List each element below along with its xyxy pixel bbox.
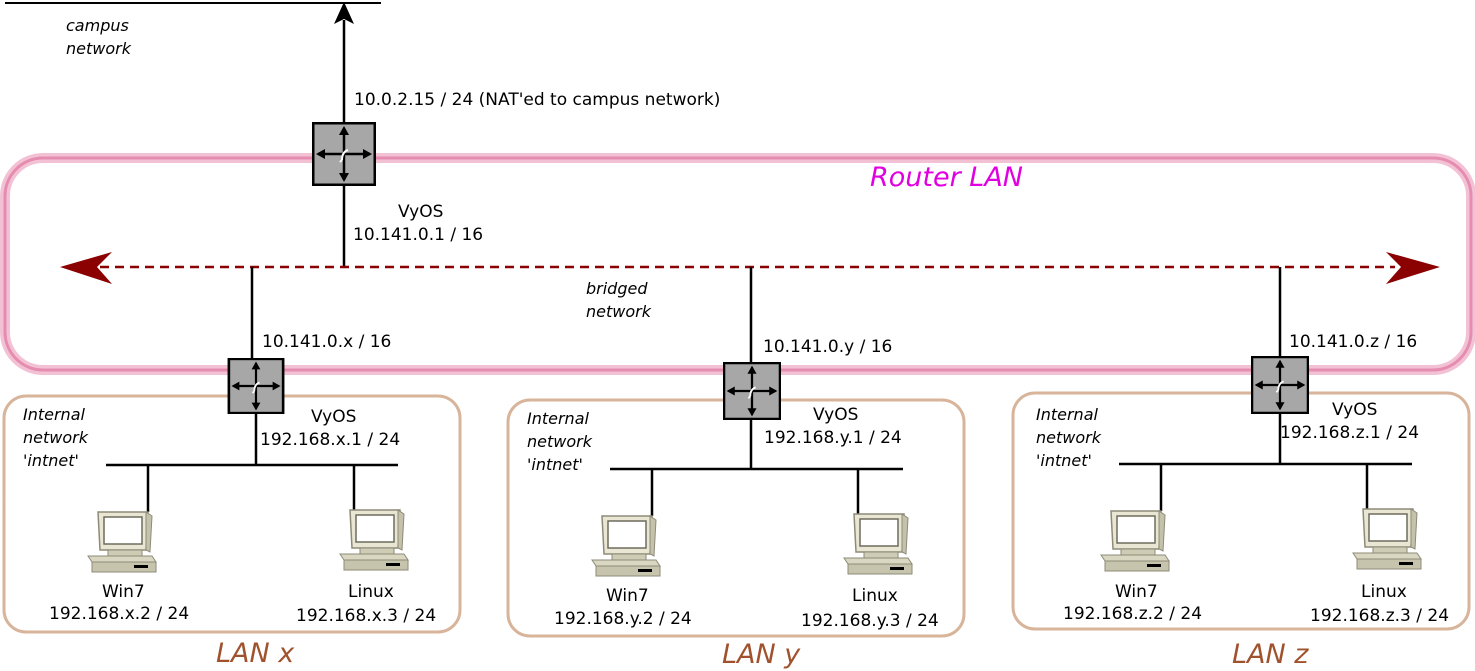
lan-z-linux-name: Linux [1361, 582, 1407, 602]
lan-x-router-lan-ip: 192.168.x.1 / 24 [260, 430, 400, 450]
router-lan-title: Router LAN [870, 162, 1023, 193]
lan-x-label: LAN x [216, 638, 295, 669]
lan-z-win-name: Win7 [1115, 582, 1158, 602]
lan-z-win-ip: 192.168.z.2 / 24 [1063, 604, 1202, 624]
lan-y-internal-line2: network [527, 432, 593, 451]
lan-y-router-name: VyOS [813, 405, 858, 425]
lan-y-linux-name: Linux [852, 586, 898, 606]
lan-x-internal-line3: 'intnet' [23, 451, 79, 470]
lan-z-router-wan-ip: 10.141.0.z / 16 [1289, 332, 1417, 352]
lan-z-linux-pc-icon [1352, 508, 1422, 570]
bridge-arrow-right-icon [1386, 252, 1440, 284]
lan-z-box [1011, 391, 1471, 631]
router-lan-zone [3, 156, 1473, 372]
bridged-label-line1: bridged [586, 279, 648, 298]
lan-z-internal-line2: network [1036, 428, 1102, 447]
bridge-arrow-left-icon [60, 252, 112, 284]
campus-label-line2: network [66, 39, 132, 58]
gateway-router-ip: 10.141.0.1 / 16 [353, 225, 483, 245]
lan-y-linux-pc-icon [843, 513, 913, 575]
lan-x-linux-ip: 192.168.x.3 / 24 [296, 606, 436, 626]
lan-x-linux-name: Linux [348, 582, 394, 602]
lan-x-router-icon [227, 358, 285, 414]
lan-y-internal-line3: 'intnet' [527, 455, 583, 474]
lan-x-win-name: Win7 [102, 582, 145, 602]
lan-y-router-icon [723, 362, 781, 420]
lan-x-internal-line2: network [23, 428, 89, 447]
lan-y-win-name: Win7 [606, 586, 649, 606]
lan-x-win-ip: 192.168.x.2 / 24 [49, 604, 189, 624]
lan-z-internal-line3: 'intnet' [1036, 451, 1092, 470]
lan-y-win-ip: 192.168.y.2 / 24 [554, 609, 692, 629]
bridged-label-line2: network [586, 302, 652, 321]
lan-x-linux-pc-icon [339, 509, 409, 571]
lan-y-linux-ip: 192.168.y.3 / 24 [801, 611, 939, 631]
lan-x-win-pc-icon [87, 511, 157, 573]
nat-address-label: 10.0.2.15 / 24 (NAT'ed to campus network… [354, 90, 720, 110]
lan-x-internal-line1: Internal [23, 405, 86, 424]
lan-z-win-pc-icon [1100, 510, 1170, 572]
lan-z-router-name: VyOS [1332, 400, 1377, 420]
lan-y-internal-line1: Internal [527, 409, 590, 428]
lan-y-win-pc-icon [591, 515, 661, 577]
lan-y-router-lan-ip: 192.168.y.1 / 24 [764, 428, 902, 448]
lan-x-router-wan-ip: 10.141.0.x / 16 [262, 332, 391, 352]
lan-x-router-name: VyOS [311, 407, 356, 427]
lan-z-internal-line1: Internal [1036, 405, 1099, 424]
lan-z-linux-ip: 192.168.z.3 / 24 [1310, 606, 1449, 626]
lan-z-router-icon [1251, 356, 1309, 414]
lan-z-label: LAN z [1232, 639, 1309, 670]
campus-label-line1: campus [66, 16, 129, 35]
lan-z-router-lan-ip: 192.168.z.1 / 24 [1280, 423, 1419, 443]
gateway-router-icon [312, 122, 376, 186]
lan-x-group: 10.141.0.x / 16 VyOS 192.168.x.1 / 24 In… [2, 267, 462, 669]
gateway-router-name: VyOS [398, 202, 443, 222]
lan-y-router-wan-ip: 10.141.0.y / 16 [763, 337, 892, 357]
lan-z-group: 10.141.0.z / 16 VyOS 192.168.z.1 / 24 In… [1011, 267, 1471, 670]
router-lan-zone-glow [0, 153, 1475, 375]
lan-y-group: 10.141.0.y / 16 VyOS 192.168.y.1 / 24 In… [506, 267, 966, 670]
uplink-arrow-head [334, 2, 354, 24]
lan-y-label: LAN y [722, 639, 801, 670]
